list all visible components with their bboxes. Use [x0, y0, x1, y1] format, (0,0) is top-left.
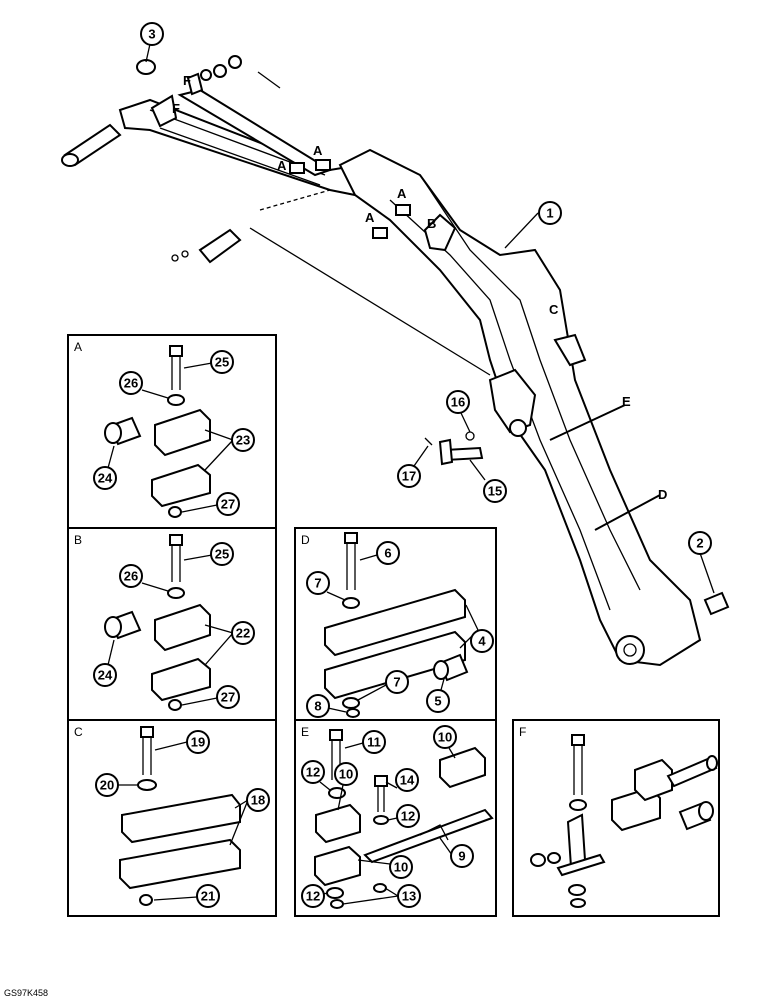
svg-text:16: 16 — [451, 395, 465, 410]
svg-text:18: 18 — [251, 793, 265, 808]
svg-text:F: F — [172, 101, 180, 116]
panel-a-callout-26: 26 — [119, 371, 169, 399]
panel-f: F — [512, 719, 720, 917]
svg-text:12: 12 — [306, 889, 320, 904]
svg-text:10: 10 — [339, 767, 353, 782]
svg-text:2: 2 — [696, 536, 703, 551]
svg-text:11: 11 — [367, 735, 381, 750]
svg-text:C: C — [549, 302, 559, 317]
svg-text:A: A — [365, 210, 375, 225]
svg-text:7: 7 — [393, 675, 400, 690]
panel-e-callout-10c: 10 — [357, 855, 413, 879]
callout-15: 15 — [469, 459, 507, 503]
svg-text:21: 21 — [201, 889, 215, 904]
svg-text:24: 24 — [98, 668, 113, 683]
main-letters: A A A A B C D E F F — [172, 73, 667, 502]
callout-2: 2 — [688, 531, 715, 594]
panel-a-callout-27: 27 — [181, 492, 240, 516]
svg-text:D: D — [658, 487, 667, 502]
panel-e-callout-12a: 12 — [301, 760, 331, 791]
panel-e-callout-9: 9 — [439, 837, 474, 868]
main-callouts: 1 2 3 15 16 17 — [140, 22, 715, 594]
svg-text:15: 15 — [488, 484, 502, 499]
panel-b-callout-22: 22 — [204, 621, 255, 666]
callout-16: 16 — [446, 390, 471, 433]
panel-e-callout-10b: 10 — [433, 725, 457, 759]
panel-d-callout-8: 8 — [306, 694, 347, 718]
svg-text:B: B — [427, 216, 436, 231]
svg-text:26: 26 — [124, 569, 138, 584]
svg-text:17: 17 — [402, 469, 416, 484]
svg-text:B: B — [74, 533, 82, 547]
svg-text:25: 25 — [215, 547, 229, 562]
svg-text:A: A — [313, 143, 323, 158]
svg-text:5: 5 — [434, 694, 441, 709]
panel-d: D 6 7 4 5 — [294, 527, 497, 721]
svg-text:F: F — [183, 73, 191, 88]
svg-text:3: 3 — [148, 27, 155, 42]
svg-text:19: 19 — [191, 735, 205, 750]
svg-text:10: 10 — [438, 730, 452, 745]
svg-text:12: 12 — [306, 765, 320, 780]
panel-e-callout-10a: 10 — [334, 762, 358, 811]
svg-text:22: 22 — [236, 626, 250, 641]
panel-b: B 25 26 22 24 — [67, 527, 277, 721]
svg-text:E: E — [622, 394, 631, 409]
svg-text:C: C — [74, 725, 83, 739]
svg-text:26: 26 — [124, 376, 138, 391]
panel-d-callout-7b: 7 — [357, 670, 409, 701]
panel-e-callout-11: 11 — [344, 730, 386, 754]
panel-b-callout-25: 25 — [183, 542, 234, 566]
svg-text:F: F — [519, 725, 526, 739]
svg-text:E: E — [301, 725, 309, 739]
svg-text:A: A — [74, 340, 82, 354]
panel-e-callout-12b: 12 — [387, 804, 420, 828]
svg-text:1: 1 — [546, 206, 553, 221]
panel-d-callout-7a: 7 — [306, 571, 346, 601]
svg-text:12: 12 — [401, 809, 415, 824]
panel-d-callout-5: 5 — [426, 678, 450, 713]
panel-e-callout-13: 13 — [342, 884, 421, 908]
svg-text:23: 23 — [236, 433, 250, 448]
svg-text:10: 10 — [394, 860, 408, 875]
svg-text:24: 24 — [98, 471, 113, 486]
callout-1: 1 — [504, 201, 562, 249]
svg-text:A: A — [397, 186, 407, 201]
svg-text:27: 27 — [221, 690, 235, 705]
svg-text:8: 8 — [314, 699, 321, 714]
svg-text:D: D — [301, 533, 310, 547]
svg-text:14: 14 — [400, 773, 415, 788]
panel-a-callout-25: 25 — [183, 350, 234, 374]
svg-text:20: 20 — [100, 778, 114, 793]
svg-text:A: A — [277, 158, 287, 173]
svg-text:13: 13 — [402, 889, 416, 904]
panel-d-callout-4: 4 — [459, 604, 494, 653]
panel-a-callout-24: 24 — [93, 445, 117, 490]
svg-text:27: 27 — [221, 497, 235, 512]
svg-text:9: 9 — [458, 849, 465, 864]
panel-b-callout-27: 27 — [181, 685, 240, 709]
boom-assembly — [61, 55, 730, 667]
panel-c-callout-19: 19 — [154, 730, 210, 754]
panel-c-callout-18: 18 — [229, 788, 270, 846]
panel-e: E 11 12 10 — [294, 719, 497, 917]
panel-c: C 19 20 18 21 — [67, 719, 277, 917]
svg-text:25: 25 — [215, 355, 229, 370]
svg-text:6: 6 — [384, 546, 391, 561]
panel-a: A 25 26 23 24 — [67, 334, 277, 529]
callout-3: 3 — [140, 22, 164, 63]
panel-d-callout-6: 6 — [359, 541, 400, 565]
panel-c-callout-20: 20 — [95, 773, 138, 797]
reference-code: GS97K458 — [4, 988, 48, 998]
panel-b-callout-24: 24 — [93, 639, 117, 687]
panel-b-callout-26: 26 — [119, 564, 169, 592]
panel-c-callout-21: 21 — [153, 884, 220, 908]
svg-text:7: 7 — [314, 576, 321, 591]
panel-e-callout-12c: 12 — [301, 884, 329, 908]
callout-17: 17 — [397, 445, 429, 488]
panel-a-callout-23: 23 — [204, 428, 255, 471]
panel-e-callout-14: 14 — [385, 768, 419, 792]
svg-text:4: 4 — [478, 634, 486, 649]
